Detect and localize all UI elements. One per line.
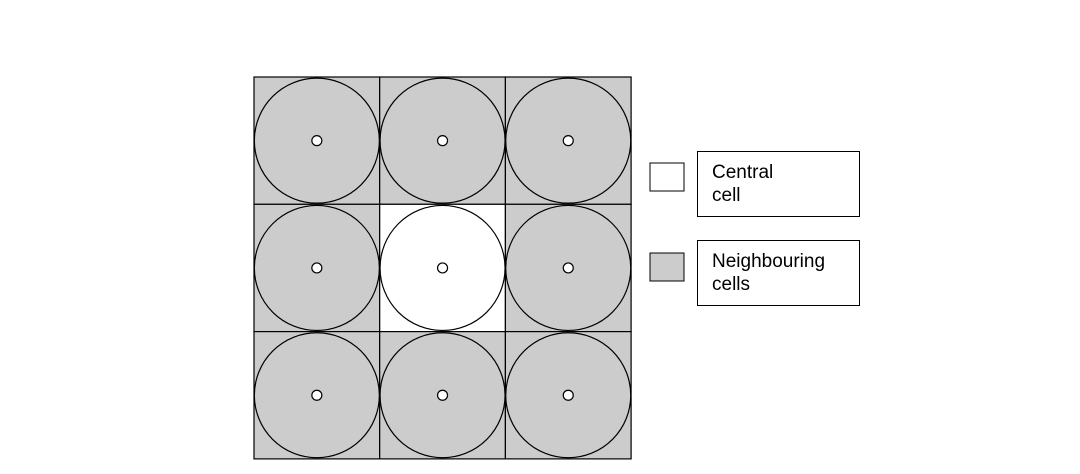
legend-label-neighbouring: Neighbouring cells <box>697 240 860 306</box>
cell-center-dot-r2c1 <box>436 389 449 401</box>
legend-central-line1: Central <box>712 162 774 183</box>
cell-center-dot-r1c0 <box>311 262 323 274</box>
legend-neighbouring-line1: Neighbouring <box>712 251 826 272</box>
cell-center-dot-r0c0 <box>311 135 323 147</box>
legend-neighbouring-line2: cells <box>712 274 751 295</box>
cell-center-dot-r0c1 <box>436 135 449 147</box>
cell-center-dot-r1c2 <box>562 262 574 274</box>
legend-swatch-neighbouring <box>649 252 685 282</box>
cell-center-dot-r2c0 <box>311 389 323 401</box>
cell-grid <box>253 76 632 460</box>
cell-center-dot-r1c1 <box>436 262 449 274</box>
legend-swatch-central <box>649 162 685 192</box>
cell-center-dot-r2c2 <box>562 389 574 401</box>
cell-center-dot-r0c2 <box>562 135 574 147</box>
legend-central-line2: cell <box>712 185 741 206</box>
legend-label-central: Central cell <box>697 151 860 217</box>
